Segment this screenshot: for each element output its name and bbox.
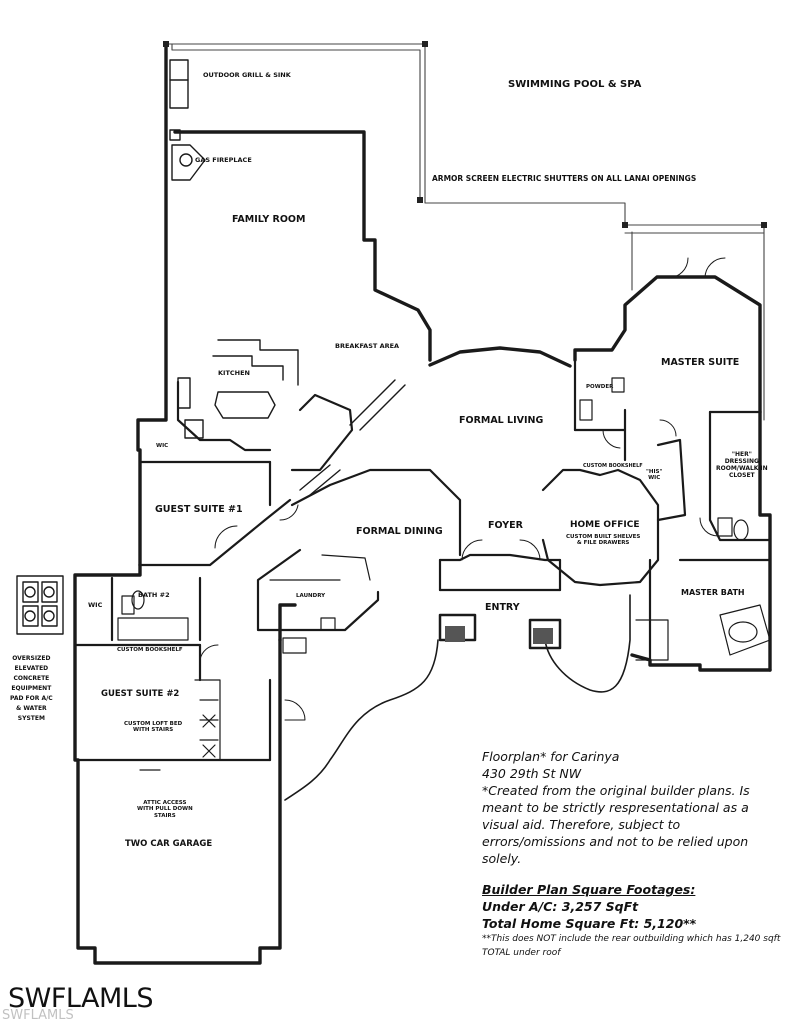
- label-equipment-pad: OVERSIZED ELEVATED CONCRETE EQUIPMENT PA…: [10, 655, 53, 722]
- label-formal-dining: FORMAL DINING: [356, 526, 443, 537]
- label-wic-2: WIC: [88, 601, 103, 609]
- label-attic-access: ATTIC ACCESS WITH PULL DOWN STAIRS: [137, 800, 193, 819]
- label-entry: ENTRY: [485, 602, 520, 613]
- door-swings: [199, 257, 726, 721]
- info-sqft-heading: Builder Plan Square Footages:: [482, 882, 696, 897]
- label-loft-bed: CUSTOM LOFT BED WITH STAIRS: [124, 721, 183, 734]
- garage-details: [139, 679, 221, 771]
- label-master-suite: MASTER SUITE: [661, 357, 740, 368]
- entry-walkway: [284, 594, 631, 801]
- label-gas-fireplace: GAS FIREPLACE: [195, 156, 252, 164]
- label-powder: POWDER: [586, 384, 614, 390]
- info-total: Total Home Square Ft: 5,120**: [482, 916, 697, 931]
- label-kitchen: KITCHEN: [218, 369, 250, 377]
- label-family-room: FAMILY ROOM: [232, 214, 306, 225]
- hallway-hatch: [299, 379, 406, 496]
- bath-fixtures: [117, 377, 771, 661]
- label-breakfast-area: BREAKFAST AREA: [335, 342, 400, 350]
- label-pool: SWIMMING POOL & SPA: [508, 79, 642, 90]
- label-office-note: CUSTOM BUILT SHELVES & FILE DRAWERS: [566, 534, 641, 547]
- watermark-logo: SWFLAMLS: [8, 983, 153, 1014]
- interior-walls: [73, 358, 772, 762]
- posts: [163, 41, 767, 644]
- label-bath-2: BATH #2: [138, 591, 170, 599]
- label-home-office: HOME OFFICE: [570, 520, 640, 530]
- label-custom-bookshelf-office: CUSTOM BOOKSHELF: [583, 463, 643, 469]
- plan-info: Floorplan* for Carinya 430 29th St NW *C…: [482, 748, 782, 960]
- label-laundry: LAUNDRY: [296, 593, 326, 599]
- watermark-faint: SWFLAMLS: [2, 1008, 74, 1023]
- info-address: 430 29th St NW: [482, 766, 582, 781]
- info-under-ac: Under A/C: 3,257 SqFt: [482, 899, 639, 914]
- label-formal-living: FORMAL LIVING: [459, 415, 544, 426]
- label-wic-1: WIC: [156, 443, 169, 449]
- label-foyer: FOYER: [488, 520, 523, 531]
- fireplace-grill: [169, 59, 206, 181]
- label-guest-suite-2: GUEST SUITE #2: [101, 689, 180, 699]
- label-outdoor-grill: OUTDOOR GRILL & SINK: [203, 71, 291, 79]
- label-guest-suite-1: GUEST SUITE #1: [155, 504, 243, 515]
- exterior-walls: [73, 42, 772, 965]
- label-her-closet: "HER" DRESSING ROOM/WALK-IN CLOSET: [716, 451, 768, 479]
- equipment-pad: [16, 575, 64, 635]
- kitchen-counters: [177, 339, 299, 439]
- label-armor-screen: ARMOR SCREEN ELECTRIC SHUTTERS ON ALL LA…: [432, 174, 697, 183]
- label-his-wic: "HIS" WIC: [646, 469, 663, 482]
- info-disclaimer: *Created from the original builder plans…: [482, 783, 750, 866]
- info-title: Floorplan* for Carinya: [482, 749, 620, 764]
- label-master-bath: MASTER BATH: [681, 588, 745, 597]
- info-footnote: **This does NOT include the rear outbuil…: [482, 934, 781, 958]
- label-custom-bookshelf-guest: CUSTOM BOOKSHELF: [117, 647, 183, 653]
- laundry-fixtures: [269, 554, 371, 654]
- label-garage: TWO CAR GARAGE: [125, 839, 213, 849]
